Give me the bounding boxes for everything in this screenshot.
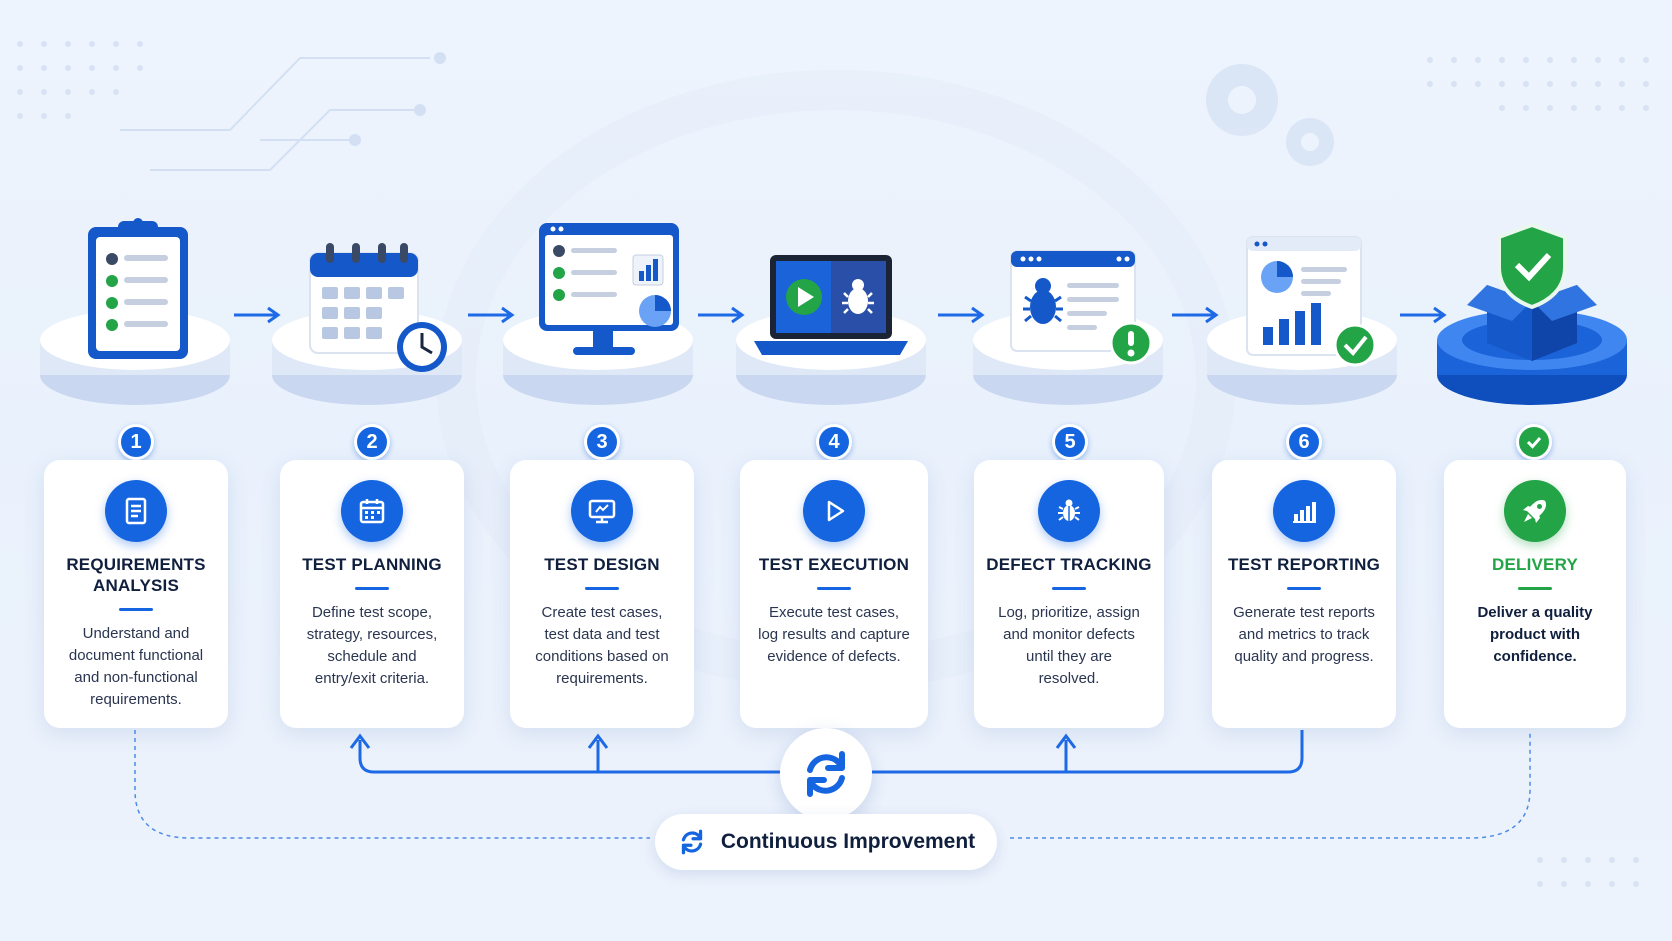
stage-7-illustration [1437,222,1627,405]
document-icon [105,480,167,542]
delivery-check-badge [1516,424,1552,460]
title-underline [1052,587,1086,590]
stage-2-illustration [272,243,462,405]
flow-arrow-1 [234,306,281,324]
title-underline [119,608,153,611]
step-description: Define test scope,strategy, resources,sc… [306,604,438,687]
step-card-test-execution: TEST EXECUTION Execute test cases,log re… [740,460,928,728]
laptop-play-bug-icon [754,255,908,355]
step-title: DEFECT TRACKING [986,555,1152,574]
title-underline [817,587,851,590]
sync-icon [807,751,845,797]
step-2-number-badge: 2 [354,424,390,460]
sync-icon [681,829,703,855]
monitor-checklist-icon [539,223,679,355]
continuous-improvement-label: Continuous Improvement [720,830,976,853]
step-card-test-design: TEST DESIGN Create test cases,test data … [510,460,694,728]
shield-box-icon [1467,222,1597,361]
step-title: DELIVERY [1492,555,1578,574]
rocket-icon [1504,480,1566,542]
step-6-number-badge: 6 [1286,424,1322,460]
title-underline [1287,587,1321,590]
step-1-number-badge: 1 [118,424,154,460]
step-5-number-badge: 5 [1052,424,1088,460]
flow-arrow-6 [1400,306,1447,324]
step-4-number-badge: 4 [816,424,852,460]
stage-3-illustration [503,223,693,405]
bug-icon [1038,480,1100,542]
monitor-icon [571,480,633,542]
flow-arrow-2 [468,306,515,324]
flow-arrow-5 [1172,306,1219,324]
flow-arrow-4 [938,306,985,324]
step-title: TEST EXECUTION [758,555,910,574]
step-title: TEST REPORTING [1227,555,1381,574]
stage-5-illustration [973,250,1163,405]
step-title: TEST DESIGN [544,555,660,574]
play-icon [803,480,865,542]
report-chart-check-icon [1246,236,1377,367]
title-underline [585,587,619,590]
continuous-improvement-sync-button [780,728,872,820]
title-underline [355,587,389,590]
step-card-test-planning: TEST PLANNING Define test scope,strategy… [280,460,464,728]
continuous-improvement-pill: Continuous Improvement [655,814,997,870]
stage-1-illustration [40,218,230,405]
bar-chart-icon [1273,480,1335,542]
step-title: TEST PLANNING [302,555,442,574]
stage-6-illustration [1207,236,1397,405]
step-description: Execute test cases,log results and captu… [758,604,910,665]
clipboard-checklist-icon [88,218,188,359]
calendar-icon [341,480,403,542]
check-icon [1526,437,1542,449]
title-underline [1518,587,1552,590]
step-3-number-badge: 3 [584,424,620,460]
stage-4-illustration [736,255,926,405]
flow-arrow-3 [698,306,745,324]
calendar-clock-icon [309,243,447,372]
browser-bug-alert-icon [1010,250,1153,365]
